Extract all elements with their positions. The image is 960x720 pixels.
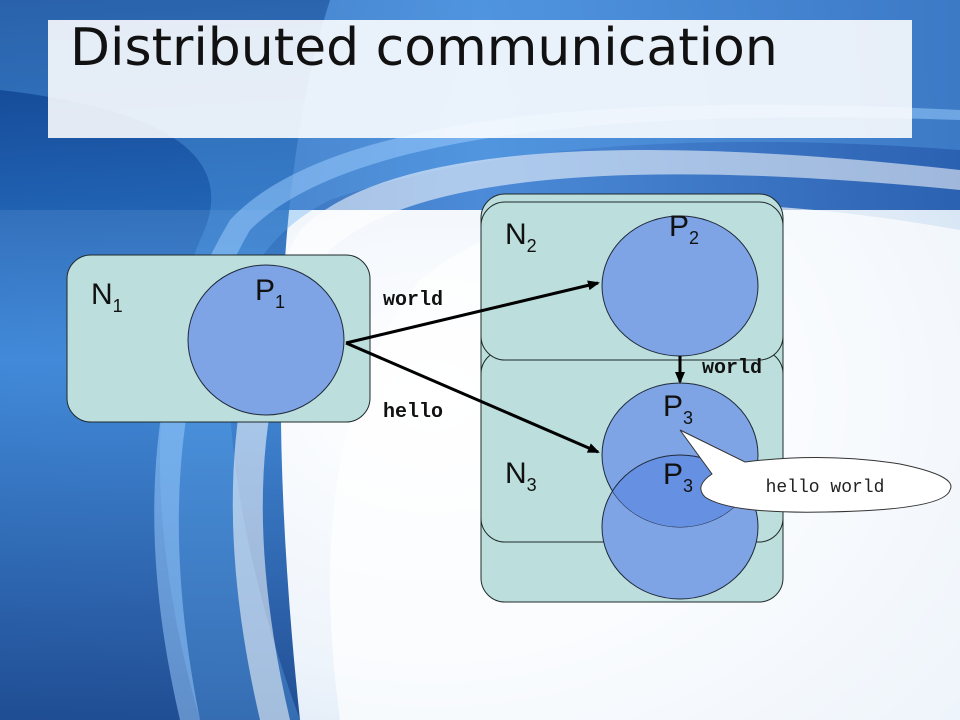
callout-bubble [679,429,952,513]
process-p1-label: P1 [255,274,285,312]
message-world-p2-p3: world [702,357,762,380]
arrow-p1-to-p2 [345,280,600,345]
node-n3-label: N3 [505,457,537,495]
node-n1-label: N1 [91,278,123,316]
arrow-p1-to-p3 [345,341,600,454]
slide-title: Distributed communication [70,18,778,78]
message-hello-p1-p3: hello [383,401,443,424]
title-bar [48,20,912,138]
node-n2-label: N2 [505,218,537,256]
process-p1-circle [187,264,345,416]
process-p2-label: P2 [669,210,699,248]
process-p3-copy-label: P3 [663,458,693,496]
callout-text: hello world [766,478,885,498]
process-p3-label: P3 [663,390,693,428]
message-world-p1-p2: world [383,289,443,312]
